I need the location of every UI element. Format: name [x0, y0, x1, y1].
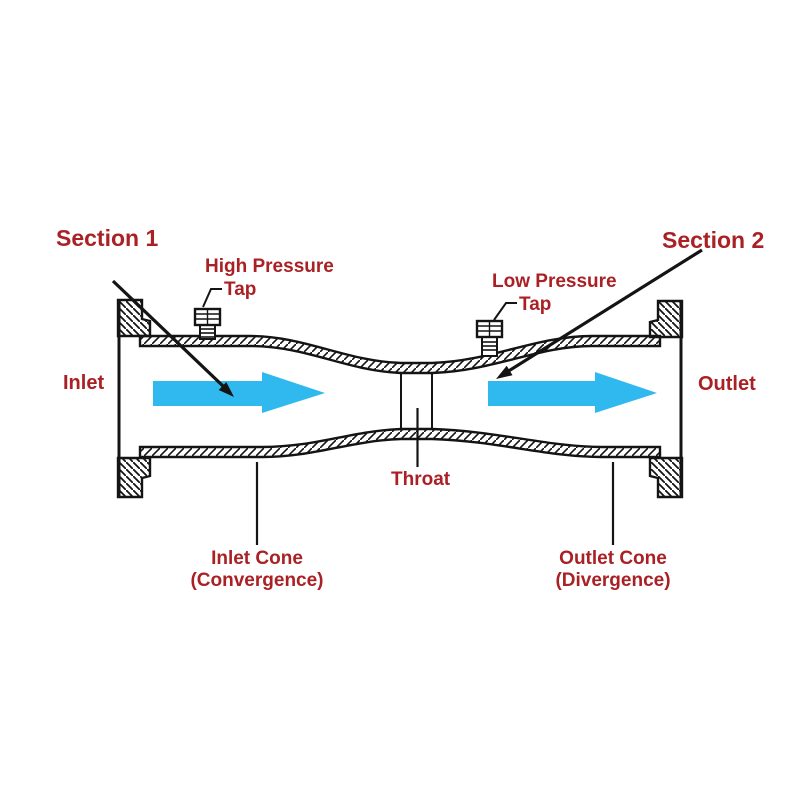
inlet-cone-label-line2: (Convergence) [190, 570, 324, 591]
outlet-cone-label-line1: Outlet Cone [559, 548, 667, 569]
section2-label: Section 2 [662, 227, 765, 253]
pipe-bottom-wall [138, 427, 662, 459]
inlet-cone-label-line1: Inlet Cone [211, 548, 303, 569]
high-pressure-tap-label-line1: High Pressure [205, 256, 334, 277]
inlet-flange [116, 298, 152, 499]
section1-label: Section 1 [56, 225, 159, 251]
flow-arrow-left [153, 372, 325, 413]
flow-arrow-right [488, 372, 657, 413]
pipe-top-wall [138, 334, 662, 375]
outlet-cone-label: Outlet Cone (Divergence) [555, 548, 670, 592]
high-pressure-tap-leader [202, 288, 222, 308]
low-pressure-tap-icon [475, 319, 504, 357]
low-pressure-tap-label-line2: Tap [519, 294, 552, 315]
outlet-flange [648, 299, 684, 499]
section1-pointer-arrow [111, 279, 234, 397]
throat-label: Throat [391, 469, 451, 490]
inlet-cone-label: Inlet Cone (Convergence) [190, 548, 323, 592]
high-pressure-tap-label-line2: Tap [224, 279, 257, 300]
high-pressure-tap-icon [193, 307, 222, 340]
outlet-label: Outlet [698, 373, 756, 395]
outlet-cone-label-line2: (Divergence) [555, 570, 671, 591]
inlet-label: Inlet [63, 372, 105, 394]
section2-pointer-arrow [496, 248, 703, 379]
low-pressure-tap-leader [493, 302, 517, 321]
throat-section-lines [400, 373, 433, 429]
low-pressure-tap-label-line1: Low Pressure [492, 271, 617, 292]
